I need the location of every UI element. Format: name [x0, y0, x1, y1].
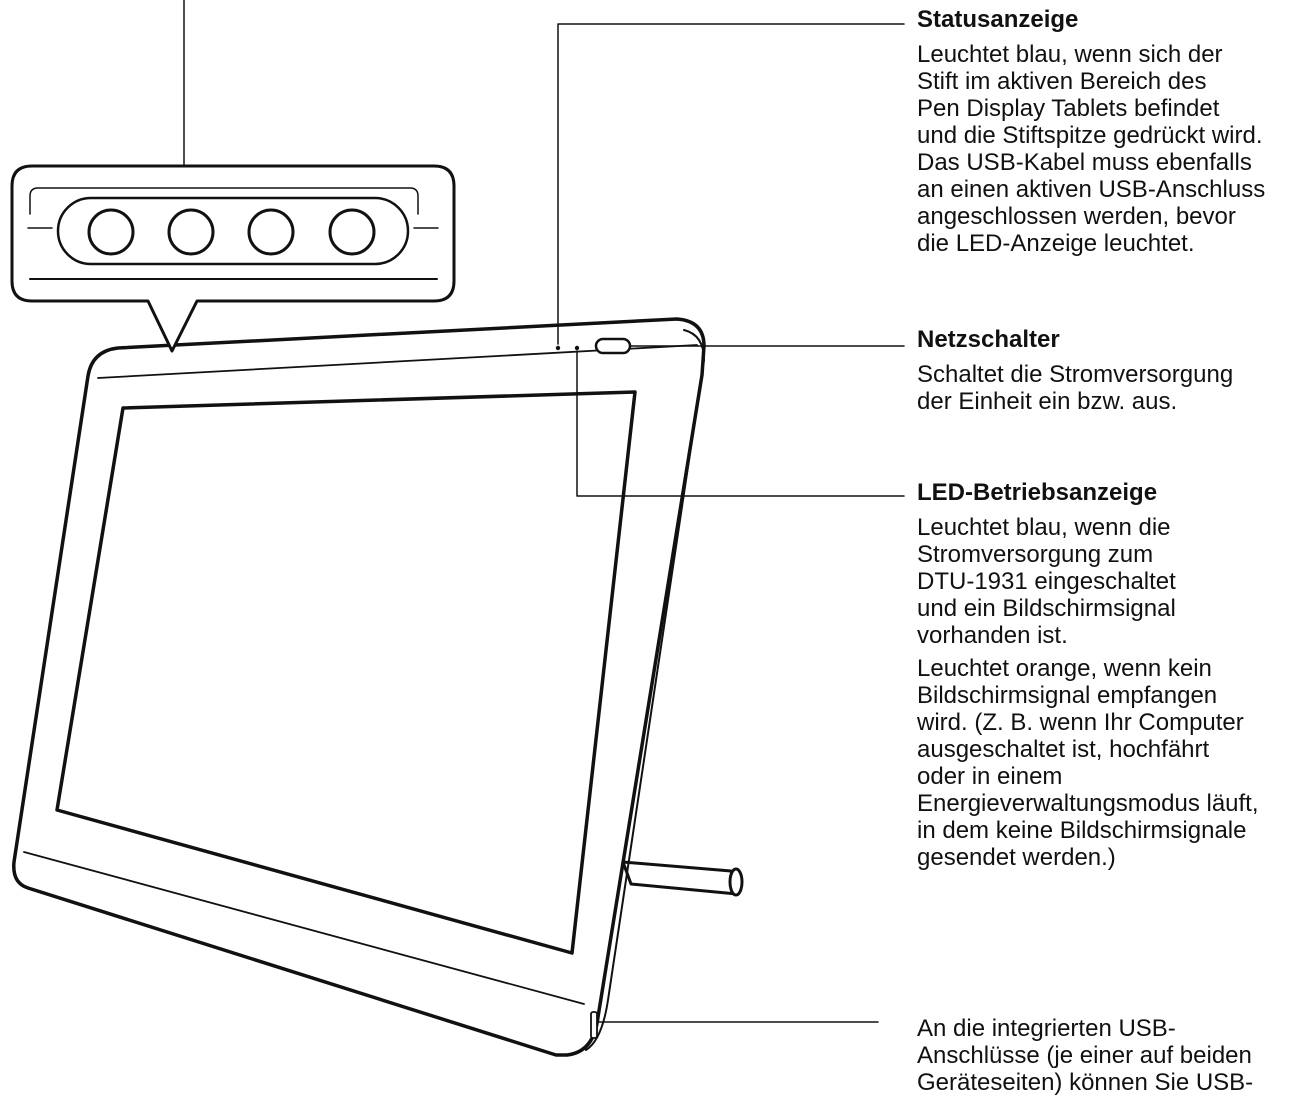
- express-key-1-button[interactable]: [87, 208, 135, 256]
- led-text-2: Leuchtet orange, wenn kein Bildschirmsig…: [917, 655, 1259, 871]
- callout-status: Statusanzeige Leuchtet blau, wenn sich d…: [917, 6, 1307, 263]
- callout-usb: An die integrierten USB- Anschlüsse (je …: [917, 1015, 1307, 1102]
- status-indicator-icon: [555, 345, 561, 351]
- led-title: LED-Betriebsanzeige: [917, 479, 1158, 506]
- tablet-diagram: [10, 0, 905, 1057]
- led-indicator-icon: [574, 345, 580, 351]
- bottom-bezel-line: [23, 851, 585, 1005]
- status-title: Statusanzeige: [917, 6, 1079, 33]
- express-key-3-button[interactable]: [247, 208, 295, 256]
- usb-text: An die integrierten USB- Anschlüsse (je …: [917, 1015, 1254, 1096]
- power-switch-icon[interactable]: [594, 337, 632, 355]
- power-switch-title: Netzschalter: [917, 326, 1060, 353]
- display-screen: [55, 390, 637, 955]
- power-switch-text: Schaltet die Stromversorgung der Einheit…: [917, 361, 1234, 415]
- express-keys-callout: [10, 164, 456, 353]
- led-text-1: Leuchtet blau, wenn die Stromversorgung …: [917, 514, 1176, 649]
- tablet-side-edge: [585, 329, 705, 1051]
- express-key-4-button[interactable]: [328, 208, 376, 256]
- leader-led: [576, 350, 905, 497]
- usb-port-icon: [590, 1011, 598, 1039]
- express-key-2-button[interactable]: [167, 208, 215, 256]
- stand-leg: [621, 860, 744, 897]
- status-text: Leuchtet blau, wenn sich der Stift im ak…: [917, 41, 1266, 257]
- callout-power-switch: Netzschalter Schaltet die Stromversorgun…: [917, 326, 1307, 421]
- callout-led: LED-Betriebsanzeige Leuchtet blau, wenn …: [917, 479, 1307, 877]
- leader-status: [557, 23, 905, 345]
